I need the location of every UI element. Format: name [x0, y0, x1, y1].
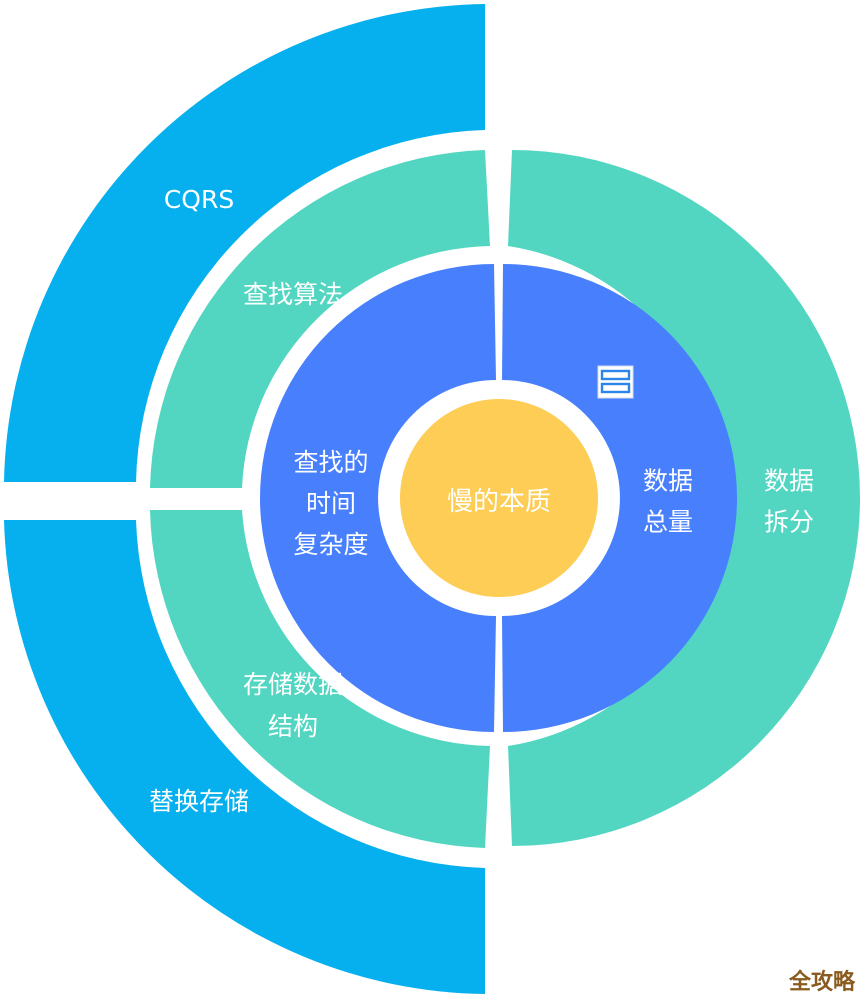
- ring3-segment-replace-storage[interactable]: [4, 520, 485, 994]
- label-storage-structure: 存储数据结构: [243, 670, 343, 741]
- label-line-struct-0: 存储数据: [243, 670, 343, 699]
- watermark-text: 全攻略: [788, 969, 856, 995]
- center-label: 慢的本质: [447, 487, 551, 517]
- ring3-segment-cqrs[interactable]: [4, 4, 485, 482]
- ring2-segment-data-split[interactable]: [508, 150, 860, 846]
- label-line-time-0: 查找的: [293, 448, 368, 477]
- database-stack-icon[interactable]: [597, 365, 634, 399]
- label-line-replace-0: 替换存储: [149, 787, 249, 816]
- label-time-complexity: 查找的时间复杂度: [293, 448, 368, 559]
- label-line-time-1: 时间: [306, 489, 356, 518]
- ring2-segment-storage-structure[interactable]: [150, 510, 490, 848]
- ring2-segment-search-algorithm[interactable]: [150, 150, 490, 488]
- label-data-split: 数据拆分: [764, 467, 814, 537]
- label-line-cqrs-0: CQRS: [164, 185, 234, 214]
- label-search-algorithm: 查找算法: [243, 280, 343, 309]
- label-line-split-1: 拆分: [764, 508, 814, 537]
- label-replace-storage: 替换存储: [149, 787, 249, 816]
- label-cqrs: CQRS: [164, 185, 234, 214]
- ring1-segment-time-complexity[interactable]: [260, 264, 496, 732]
- label-line-split-0: 数据: [764, 467, 814, 496]
- label-line-algo-0: 查找算法: [243, 280, 343, 309]
- label-line-struct-1: 结构: [268, 712, 318, 741]
- label-line-volume-1: 总量: [643, 508, 693, 537]
- label-line-time-2: 复杂度: [293, 530, 368, 559]
- center-circle: [400, 399, 598, 597]
- label-line-volume-0: 数据: [643, 467, 693, 496]
- ring1-segment-data-volume[interactable]: [502, 264, 737, 732]
- label-data-volume: 数据总量: [643, 467, 693, 537]
